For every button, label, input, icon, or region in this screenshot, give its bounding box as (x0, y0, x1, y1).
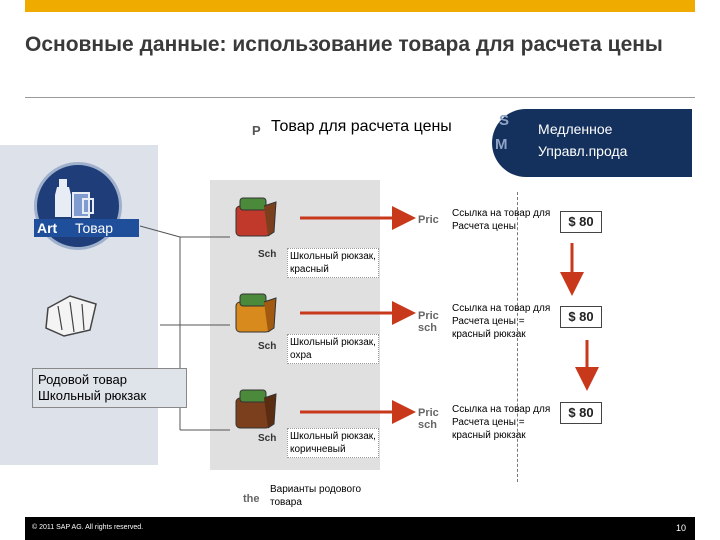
ochre-backpack-icon (235, 293, 277, 333)
variants-caption: Варианты родового товара (270, 483, 361, 509)
generic-backpack-icon (45, 295, 97, 337)
bubble-line-1: Медленное (538, 121, 613, 137)
generic-product-line-1: Родовой товар (38, 372, 127, 387)
variant-3-price: $ 80 (560, 402, 602, 424)
variant-2-pric-ghost: Pric sch (418, 310, 439, 334)
variant-3-label-line-2: коричневый (290, 444, 346, 455)
variant-2-reference: Ссылка на товар для Расчета цены = красн… (452, 302, 550, 341)
generic-product-line-2: Школьный рюкзак (38, 388, 147, 403)
variant-2-label-line-2: охра (290, 350, 312, 361)
header-bubble (492, 109, 692, 177)
header-ghost-s: S (499, 112, 510, 129)
copyright-text: © 2011 SAP AG. All rights reserved. (32, 524, 144, 531)
variant-3-pric-text: Pric (418, 407, 439, 419)
variant-1-label-line-1: Школьный рюкзак, (290, 251, 376, 262)
variant-3-label-line-1: Школьный рюкзак, (290, 431, 376, 442)
variant-3-ref-line-2: Расчета цены = (452, 417, 525, 428)
title-divider (25, 97, 695, 98)
variant-2-sch-text: sch (418, 322, 437, 334)
variants-caption-line-1: Варианты родового (270, 484, 362, 495)
brown-backpack-icon (235, 389, 277, 429)
variant-3-reference: Ссылка на товар для Расчета цены = красн… (452, 403, 550, 442)
variant-3-ghost: Sch (258, 433, 277, 444)
variant-3-ref-line-1: Ссылка на товар для (452, 404, 551, 415)
material-tag (34, 219, 139, 237)
variant-3-ref-line-3: красный рюкзак (452, 430, 526, 441)
variant-2-price: $ 80 (560, 306, 602, 328)
header-ghost-p: P (252, 123, 261, 138)
variant-3-pric-ghost: Pric sch (418, 407, 439, 431)
variants-caption-line-2: товара (270, 497, 302, 508)
header-ghost-m: M (495, 136, 508, 153)
variant-2-pric-text: Pric (418, 310, 439, 322)
page-number: 10 (676, 523, 687, 533)
variant-2-ghost: Sch (258, 341, 277, 352)
price-product-heading: Товар для расчета цены (271, 118, 452, 135)
bubble-line-2: Управл.прода (538, 143, 628, 159)
variant-1-price: $ 80 (560, 211, 602, 233)
variant-1-ref-line-2: Расчета цены (452, 221, 516, 232)
footer-bar (25, 517, 695, 540)
variant-2-ref-line-3: красный рюкзак (452, 329, 526, 340)
generic-product-box: Родовой товар Школьный рюкзак (32, 368, 187, 408)
variant-1-ghost: Sch (258, 249, 277, 260)
reference-arrows (300, 206, 599, 424)
variant-2-ref-line-1: Ссылка на товар для (452, 303, 551, 314)
top-accent-bar (25, 0, 695, 12)
variant-3-label: Школьный рюкзак, коричневый (287, 428, 379, 458)
variant-2-label: Школьный рюкзак, охра (287, 334, 379, 364)
bottles-icon (55, 179, 94, 218)
variant-3-sch-text: sch (418, 419, 437, 431)
variant-1-pric-ghost: Pric (418, 214, 439, 226)
dashed-separator (517, 192, 518, 482)
variant-1-label: Школьный рюкзак, красный (287, 248, 379, 278)
page-title: Основные данные: использование товара дл… (25, 33, 663, 56)
material-ghost-text: Art (37, 220, 58, 236)
variant-1-label-line-2: красный (290, 264, 329, 275)
material-label: Товар (75, 220, 114, 236)
variants-caption-ghost: the (243, 493, 260, 505)
variant-2-label-line-1: Школьный рюкзак, (290, 337, 376, 348)
variant-1-reference: Ссылка на товар для Расчета цены (452, 207, 550, 233)
red-backpack-icon (235, 197, 277, 237)
variant-1-ref-line-1: Ссылка на товар для (452, 208, 551, 219)
variant-2-ref-line-2: Расчета цены = (452, 316, 525, 327)
